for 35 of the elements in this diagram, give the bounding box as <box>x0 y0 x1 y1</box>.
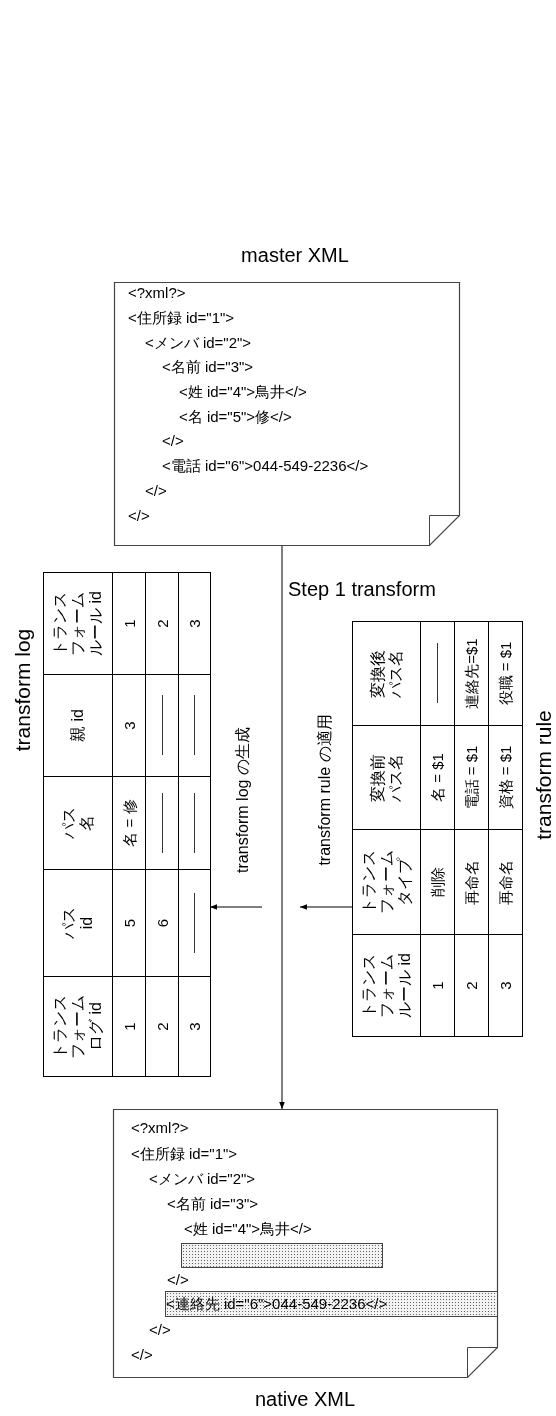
code-line: <メンバ id="2"> <box>149 1170 256 1188</box>
code-line: <姓 id="4">鳥井</> <box>184 1220 312 1238</box>
arrow <box>209 904 263 910</box>
table-title: transform log <box>10 627 35 754</box>
code-line: </> <box>128 507 150 525</box>
edge-label: Step 1 transform <box>288 578 436 601</box>
header-cell: トランスフォームルール id <box>352 934 421 1037</box>
code-line: <住所録 id="1"> <box>128 309 235 327</box>
document-title: master XML <box>240 244 350 267</box>
header-cell: 変換後パス名 <box>352 621 421 726</box>
code-line: <メンバ id="2"> <box>145 334 252 352</box>
deleted-line-bar <box>181 1243 383 1268</box>
table-cell: 3 <box>178 572 211 675</box>
table-cell: 3 <box>178 976 211 1077</box>
code-line: <名前 id="3"> <box>162 358 254 376</box>
code-line: <名 id="5">修</> <box>179 408 292 426</box>
table-title: transform rule <box>531 709 556 842</box>
header-cell: トランスフォームルール id <box>43 572 113 675</box>
code-line: <姓 id="4">鳥井</> <box>179 383 307 401</box>
code-line: <電話 id="6">044-549-2236</> <box>162 457 369 475</box>
code-line: <名前 id="3"> <box>167 1195 259 1213</box>
code-line: </> <box>131 1346 153 1364</box>
code-line: </> <box>162 432 184 450</box>
document-title: native XML <box>253 1388 357 1411</box>
table-cell: 役職 = $1 <box>488 621 523 726</box>
code-line: </> <box>145 482 167 500</box>
arrow <box>299 904 353 910</box>
code-line: </> <box>149 1321 171 1339</box>
header-cell: トランスフォームログ id <box>43 976 113 1077</box>
arrow <box>279 545 285 1110</box>
table-cell: 3 <box>488 934 523 1037</box>
code-line: <?xml?> <box>128 284 186 302</box>
code-line: </> <box>167 1271 189 1289</box>
code-line: <住所録 id="1"> <box>131 1145 238 1163</box>
code-line: <?xml?> <box>131 1119 189 1137</box>
